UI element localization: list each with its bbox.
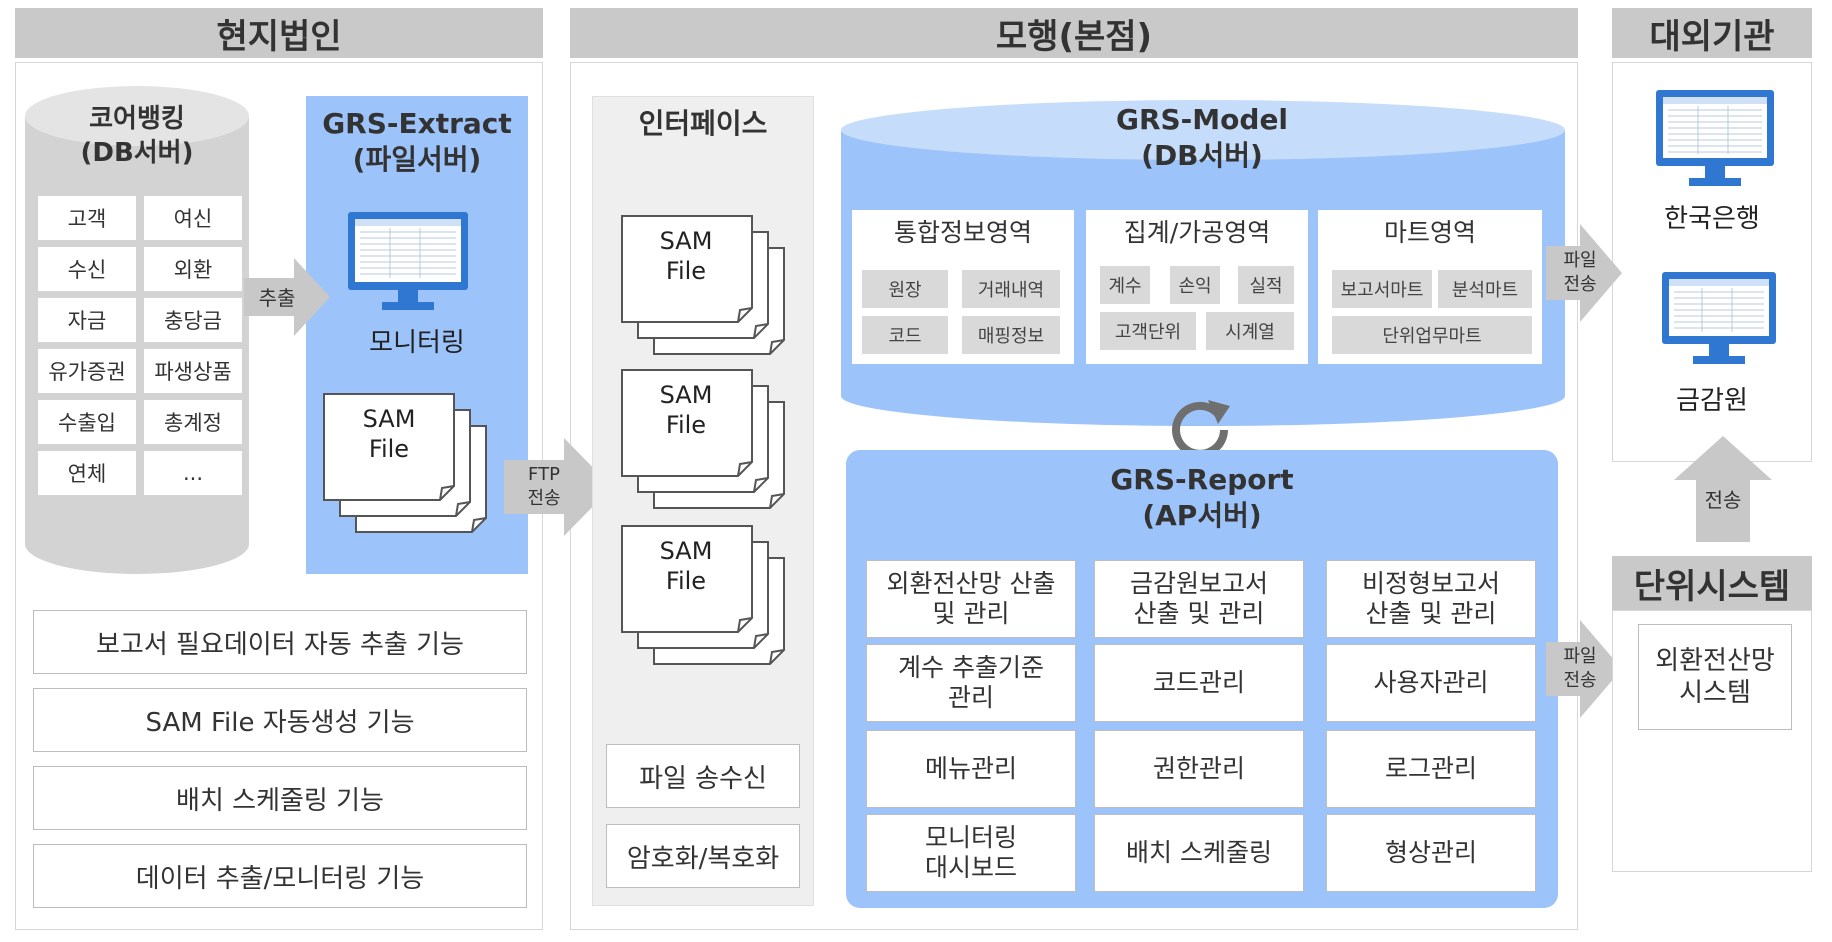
core-banking-title: 코어뱅킹 (DB서버) [80,104,194,168]
local-function-item: SAM File 자동생성 기능 [33,688,527,752]
report-function-item: 계수 추출기준 관리 [866,644,1076,722]
transfer-up-arrow [1674,436,1772,542]
model-area-title: 통합정보영역 [893,218,1032,247]
bok-monitor-icon [1656,90,1774,186]
sam-file-label: SAM File [659,227,713,285]
sam-file-label: SAM File [362,405,416,463]
grs-report-title: GRS-Report (AP서버) [1110,463,1294,532]
model-area-item: 계수 [1100,266,1150,304]
extract-arrow-label: 추출 [258,285,296,310]
core-banking-item: 충당금 [144,298,242,342]
ftp-arrow-label: FTP 전송 [527,464,561,509]
report-function-item: 비정형보고서 산출 및 관리 [1326,560,1536,638]
model-area-title: 마트영역 [1383,218,1476,247]
file-transfer-arrow-report [1546,620,1622,718]
unit-system-header: 단위시스템 [1612,556,1812,610]
model-area-item: 코드 [862,316,948,354]
model-area-item: 원장 [862,270,948,308]
model-area-title: 집계/가공영역 [1123,218,1271,247]
report-function-item: 코드관리 [1094,644,1304,722]
core-banking-item: 총계정 [144,400,242,444]
core-banking-item: 고객 [38,196,136,240]
model-area-item: 매핑정보 [962,316,1060,354]
column-header-headquarters: 모행(본점) [570,8,1578,58]
interface-function-item: 파일 송수신 [606,744,800,808]
core-banking-item: 수신 [38,247,136,291]
interface-title: 인터페이스 [638,107,768,140]
core-banking-item: 외환 [144,247,242,291]
model-area-item: 손익 [1170,266,1220,304]
file-transfer-arrow-model [1546,224,1622,322]
report-function-item: 금감원보고서 산출 및 관리 [1094,560,1304,638]
report-function-item: 외환전산망 산출 및 관리 [866,560,1076,638]
report-function-item: 메뉴관리 [866,730,1076,808]
monitor-icon [348,212,468,310]
file-transfer-label-1: 파일 전송 [1563,250,1597,295]
refresh-cycle-icon [1172,400,1230,458]
transfer-up-label: 전송 [1704,487,1742,512]
interface-function-item: 암호화/복호화 [606,824,800,888]
sam-file-stack [621,525,785,665]
model-area-item: 단위업무마트 [1332,316,1532,354]
report-function-item: 권한관리 [1094,730,1304,808]
bok-label: 한국은행 [1664,203,1760,234]
local-function-item: 데이터 추출/모니터링 기능 [33,844,527,908]
ftp-arrow [504,438,612,536]
fss-monitor-icon [1662,272,1776,364]
sam-file-stack [323,393,487,533]
sam-file-label: SAM File [659,381,713,439]
core-banking-item: 유가증권 [38,349,136,393]
core-banking-item: 파생상품 [144,349,242,393]
sam-file-label: SAM File [659,537,713,595]
sam-file-stack [621,215,785,355]
monitoring-label: 모니터링 [369,327,465,358]
model-area-item: 고객단위 [1100,312,1196,350]
column-header-external: 대외기관 [1612,8,1812,58]
grs-extract-title: GRS-Extract (파일서버) [322,107,512,176]
local-function-item: 배치 스케줄링 기능 [33,766,527,830]
unit-system-item: 외환전산망 시스템 [1638,624,1792,730]
model-area-item: 실적 [1238,266,1294,304]
model-area-item: 시계열 [1206,312,1294,350]
model-area-item: 분석마트 [1438,270,1532,308]
file-transfer-label-2: 파일 전송 [1563,646,1597,691]
model-area-item: 보고서마트 [1332,270,1432,308]
grs-model-title: GRS-Model (DB서버) [1115,103,1289,172]
extract-arrow [244,258,330,336]
report-function-item: 모니터링 대시보드 [866,814,1076,892]
sam-file-stack [621,369,785,509]
core-banking-item: 연체 [38,451,136,495]
column-header-local: 현지법인 [15,8,543,58]
core-banking-item: 자금 [38,298,136,342]
report-function-item: 로그관리 [1326,730,1536,808]
report-function-item: 사용자관리 [1326,644,1536,722]
fss-label: 금감원 [1676,385,1748,416]
report-function-item: 배치 스케줄링 [1094,814,1304,892]
core-banking-item: 여신 [144,196,242,240]
report-function-item: 형상관리 [1326,814,1536,892]
model-area-item: 거래내역 [962,270,1060,308]
local-function-item: 보고서 필요데이터 자동 추출 기능 [33,610,527,674]
core-banking-item: ... [144,451,242,495]
core-banking-item: 수출입 [38,400,136,444]
